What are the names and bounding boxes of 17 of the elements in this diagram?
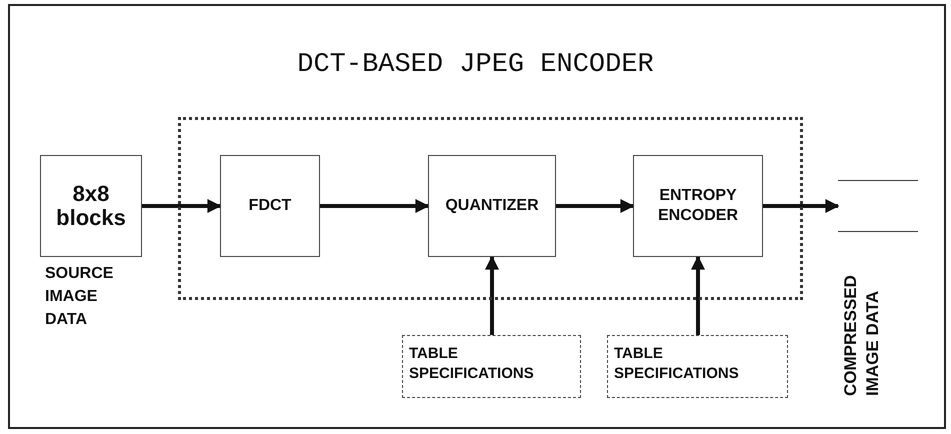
table-box: TABLE SPECIFICATIONS bbox=[607, 335, 788, 398]
arrow bbox=[320, 199, 430, 213]
table-box: TABLE SPECIFICATIONS bbox=[402, 335, 581, 398]
encoder-region bbox=[178, 117, 803, 300]
caption-text: COMPRESSED IMAGE DATA bbox=[840, 274, 883, 396]
caption-text: SOURCE IMAGE DATA bbox=[45, 264, 114, 330]
arrow bbox=[142, 199, 222, 213]
process-box: QUANTIZER bbox=[428, 155, 556, 257]
arrow bbox=[763, 199, 840, 213]
process-box: 8x8 blocks bbox=[40, 155, 142, 257]
diagram-title: DCT-BASED JPEG ENCODER bbox=[296, 50, 655, 80]
arrow bbox=[485, 256, 499, 335]
arrow bbox=[556, 199, 634, 213]
process-box: FDCT bbox=[220, 155, 320, 257]
arrow bbox=[691, 256, 705, 335]
process-box: ENTROPY ENCODER bbox=[633, 155, 763, 257]
output-data-symbol bbox=[838, 180, 918, 232]
